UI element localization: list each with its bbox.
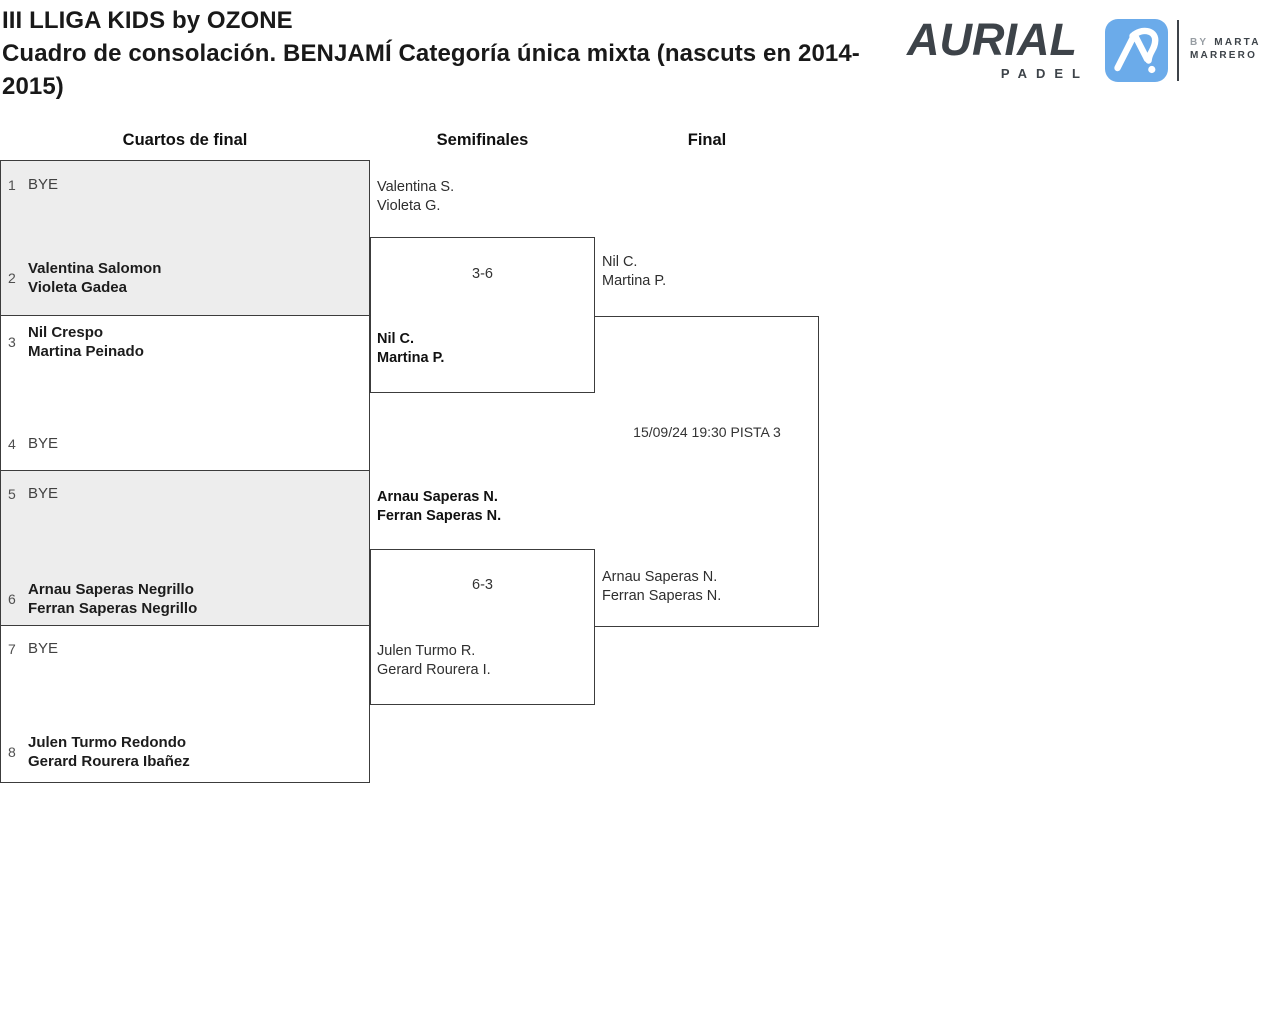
player-name: Gerard Rourera I. (377, 661, 491, 678)
logo-by-name-2: MARRERO (1190, 50, 1258, 61)
team-names: Nil Crespo Martina Peinado (28, 323, 144, 361)
aurial-monogram-icon (1105, 19, 1168, 82)
team-names: Arnau Saperas Negrillo Ferran Saperas Ne… (28, 580, 197, 618)
player-name: Martina P. (602, 272, 667, 289)
team-names: Valentina Salomon Violeta Gadea (28, 259, 161, 297)
player-name: Julen Turmo Redondo (28, 734, 187, 751)
final-match-box (595, 316, 819, 627)
player-name: Nil C. (377, 331, 415, 347)
seed-number: 7 (8, 640, 16, 657)
player-name: Nil C. (602, 254, 638, 270)
bye-label: BYE (28, 435, 59, 452)
semifinal-1-match-box (370, 237, 595, 393)
logo-brand-subtext: PADEL (1000, 66, 1089, 81)
logo-brand-text: AURIAL (907, 14, 1077, 65)
player-name: Arnau Saperas N. (602, 569, 718, 585)
player-name: Nil Crespo (28, 324, 104, 341)
logo-by-name-1: MARTA (1214, 37, 1261, 48)
player-name: Arnau Saperas Negrillo (28, 581, 194, 598)
bracket-slot-6: 6 Arnau Saperas Negrillo Ferran Saperas … (8, 580, 197, 618)
final-team-bottom: Arnau Saperas N. Ferran Saperas N. (602, 568, 721, 605)
semifinal-1-score: 3-6 (472, 266, 493, 282)
bracket-slot-5: 5 BYE (8, 484, 58, 503)
bracket-slot-4: 4 BYE (8, 434, 58, 453)
round-header-quarterfinals: Cuartos de final (122, 131, 248, 149)
semifinal-1-team-top: Valentina S. Violeta G. (377, 178, 454, 215)
team-names: Julen Turmo Redondo Gerard Rourera Ibañe… (28, 733, 190, 771)
quarterfinal-box-4 (0, 625, 370, 783)
player-name: Ferran Saperas N. (377, 507, 502, 524)
seed-number: 8 (8, 744, 16, 760)
player-name: Julen Turmo R. (377, 643, 476, 659)
page-subtitle: Cuadro de consolación. BENJAMÍ Categoría… (2, 40, 860, 100)
page-header: III LLIGA KIDS by OZONE Cuadro de consol… (2, 4, 897, 103)
player-name: Martina P. (377, 349, 445, 366)
player-name: Ferran Saperas Negrillo (28, 600, 198, 617)
seed-number: 5 (8, 485, 16, 502)
logo-by-prefix: BY (1190, 37, 1209, 48)
bracket-slot-7: 7 BYE (8, 639, 58, 658)
bracket-slot-1: 1 BYE (8, 175, 58, 194)
final-schedule: 15/09/24 19:30 PISTA 3 (633, 424, 781, 440)
page-title: III LLIGA KIDS by OZONE (2, 7, 293, 34)
semifinal-2-team-top: Arnau Saperas N. Ferran Saperas N. (377, 488, 501, 525)
bracket-slot-8: 8 Julen Turmo Redondo Gerard Rourera Iba… (8, 733, 190, 771)
seed-number: 1 (8, 176, 16, 193)
player-name: Arnau Saperas N. (377, 489, 498, 505)
seed-number: 4 (8, 435, 16, 452)
round-header-final: Final (687, 131, 727, 149)
bye-label: BYE (28, 640, 59, 657)
round-header-semifinals: Semifinales (436, 131, 529, 149)
logo-byline: BY MARTA MARRERO (1190, 36, 1280, 62)
semifinal-2-score: 6-3 (472, 577, 493, 593)
seed-number: 3 (8, 334, 16, 350)
bye-label: BYE (28, 485, 59, 502)
player-name: Valentina S. (377, 179, 455, 195)
player-name: Violeta Gadea (28, 279, 127, 296)
final-team-top: Nil C. Martina P. (602, 253, 666, 290)
player-name: Martina Peinado (28, 343, 144, 360)
semifinal-2-team-bottom: Julen Turmo R. Gerard Rourera I. (377, 642, 491, 679)
bye-label: BYE (28, 176, 59, 193)
semifinal-1-team-bottom: Nil C. Martina P. (377, 330, 444, 367)
player-name: Gerard Rourera Ibañez (28, 753, 190, 770)
bracket-slot-3: 3 Nil Crespo Martina Peinado (8, 323, 144, 361)
logo-divider (1177, 20, 1179, 81)
semifinal-2-match-box (370, 549, 595, 705)
bracket-slot-2: 2 Valentina Salomon Violeta Gadea (8, 259, 161, 297)
player-name: Valentina Salomon (28, 260, 162, 277)
seed-number: 6 (8, 591, 16, 607)
player-name: Ferran Saperas N. (602, 587, 722, 604)
seed-number: 2 (8, 270, 16, 286)
player-name: Violeta G. (377, 197, 441, 214)
